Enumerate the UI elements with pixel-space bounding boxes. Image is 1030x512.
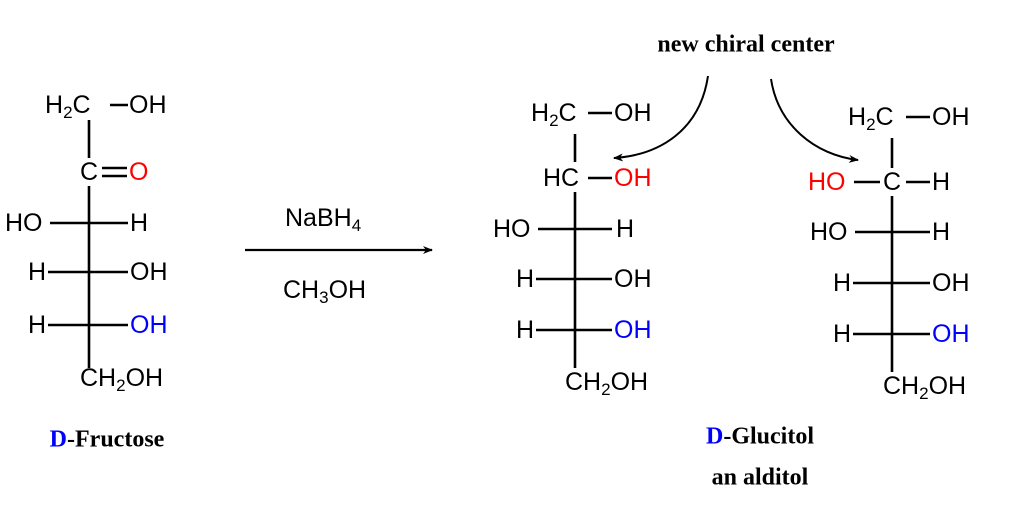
substituent-right: OH [130,258,168,286]
new-hydroxyl: OH [614,164,652,192]
substituent-right: H [616,215,635,243]
glucitol-label: D-Glucitol [706,424,814,451]
chiral-carbon: C [883,168,902,196]
ch2oh-top-group: H2C [848,103,894,134]
reagent-label: NaBH4 [285,204,362,235]
new-chiral-center-annotation: new chiral center [657,31,835,58]
solvent: CH [283,276,320,304]
atom: CH [883,372,920,400]
atom: OH [610,368,649,396]
curved-arrow-right [770,78,859,163]
ch2oh-top-group: H2C [45,91,91,122]
atom: C [875,103,894,131]
atom: H [848,103,867,131]
solvent-label: CH3OH [283,276,367,307]
hydroxyl: OH [932,103,970,131]
atom: C [72,91,91,119]
compound-name: -Glucitol [723,423,814,450]
substituent-left: H [833,320,852,348]
d-prefix: D [706,423,724,450]
new-hydroxyl: HO [808,168,846,196]
d-config-hydroxyl: OH [130,311,168,339]
substituent-left: HO [493,215,531,243]
subscript: 2 [601,380,611,399]
substituent-left: HO [5,209,43,237]
d-config-hydroxyl: OH [932,320,970,348]
atom: H [45,91,64,119]
substituent-right: OH [614,265,652,293]
reagent: NaBH [285,204,352,232]
subscript: 4 [351,216,362,235]
d-prefix: D [49,426,68,453]
substituent-left: H [516,316,535,344]
subscript: 2 [116,376,126,395]
substituent-right: H [932,168,951,196]
ch2oh-bottom-group: CH2OH [80,364,164,395]
compound-name: -Fructose [67,426,165,453]
chiral-carbon: HC [543,164,580,192]
carbonyl-carbon: C [80,158,99,186]
subscript: 2 [919,384,929,403]
d-config-hydroxyl: OH [614,316,652,344]
atom: OH [125,364,164,392]
substituent-left: H [516,265,535,293]
hydroxyl: OH [129,91,167,119]
substituent-right: OH [932,269,970,297]
subscript: 2 [63,103,73,122]
ch2oh-top-group: H2C [531,99,577,130]
fructose-label: D-Fructose [50,427,165,454]
subscript: 2 [866,115,876,134]
atom: OH [928,372,967,400]
solvent: OH [328,276,367,304]
substituent-left: H [833,269,852,297]
substituent-left: H [28,258,47,286]
alditol-subtitle: an alditol [711,464,809,491]
carbonyl-oxygen: O [129,158,149,186]
atom: CH [80,364,117,392]
subscript: 2 [549,111,559,130]
curved-arrow-left [613,75,709,162]
atom: CH [565,368,602,396]
ch2oh-bottom-group: CH2OH [565,368,649,399]
substituent-left: H [28,311,47,339]
subscript: 3 [319,288,329,307]
hydroxyl: OH [614,99,652,127]
atom: C [558,99,577,127]
substituent-right: H [932,218,951,246]
ch2oh-bottom-group: CH2OH [883,372,967,403]
substituent-left: HO [810,218,848,246]
atom: H [531,99,550,127]
substituent-right: H [130,209,149,237]
